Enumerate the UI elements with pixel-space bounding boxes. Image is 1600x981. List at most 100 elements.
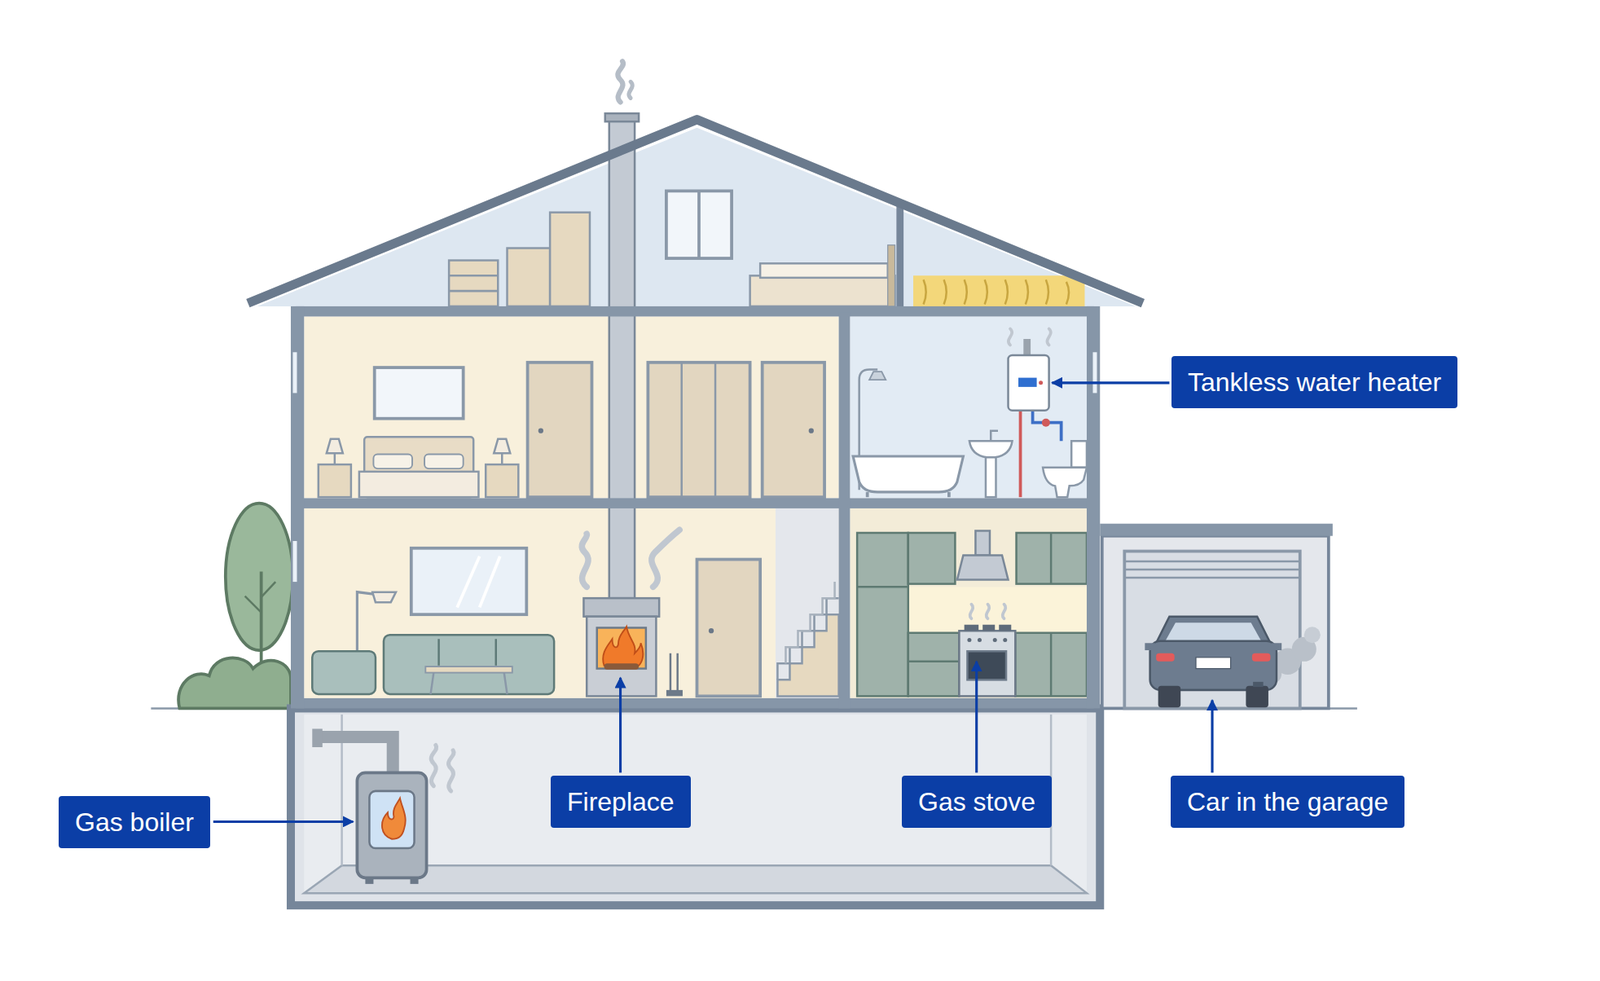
chimney-and-fireplace	[583, 597, 660, 617]
kitchen	[967, 650, 1007, 680]
bedroom-furniture	[538, 428, 544, 434]
callout-label: Fireplace	[567, 785, 675, 818]
bathroom	[1071, 440, 1087, 468]
tankless-water-heater-drawing	[1008, 355, 1050, 411]
car-drawing	[1252, 653, 1271, 662]
tankless-water-heater-drawing	[1041, 418, 1051, 427]
rooms	[303, 316, 839, 498]
chimney-and-fireplace	[651, 529, 680, 587]
tankless-water-heater-drawing	[1008, 328, 1012, 345]
living-room	[457, 556, 480, 608]
leader-arrow	[975, 661, 978, 774]
tankless-water-heater-drawing	[1018, 378, 1038, 387]
house-structure	[1092, 351, 1097, 393]
bedroom-furniture	[373, 454, 413, 470]
bathroom	[990, 430, 998, 442]
attic	[257, 127, 1136, 307]
tree	[225, 503, 294, 651]
kitchen	[908, 586, 1087, 633]
bedroom-furniture	[527, 362, 593, 497]
living-room	[430, 672, 435, 695]
attic	[923, 279, 1069, 304]
attic	[507, 248, 551, 307]
leader-arrow	[213, 382, 1213, 822]
basement	[290, 707, 1100, 906]
living-room	[504, 672, 508, 695]
living-room	[479, 556, 501, 608]
callout-box: Tankless water heater	[1171, 356, 1458, 409]
bedroom-furniture	[680, 362, 683, 497]
callout-box: Fireplace	[550, 775, 691, 828]
kitchen	[986, 604, 990, 620]
attic	[549, 212, 590, 307]
tankless-water-heater-drawing	[1032, 410, 1062, 442]
bedroom-furniture	[493, 439, 510, 454]
gas-boiler-drawing	[448, 750, 454, 792]
tree	[245, 596, 262, 613]
attic	[448, 260, 498, 307]
kitchen	[1002, 637, 1007, 642]
kitchen	[964, 624, 980, 632]
kitchen	[975, 530, 990, 555]
kitchen	[857, 532, 909, 696]
house-structure	[295, 306, 1094, 317]
kitchen	[970, 604, 974, 620]
attic	[887, 245, 896, 307]
attic	[697, 190, 701, 259]
bathroom	[865, 492, 870, 497]
gas-boiler-drawing	[356, 772, 427, 878]
bathroom	[969, 440, 1013, 458]
car-drawing	[1245, 685, 1269, 708]
bedroom-furniture	[318, 464, 352, 497]
kitchen	[857, 585, 909, 589]
attic	[257, 127, 1136, 307]
bathroom	[852, 369, 1087, 498]
gas-boiler-drawing	[430, 745, 437, 787]
kitchen	[967, 637, 972, 642]
kitchen	[957, 555, 1009, 581]
callout-label: Tankless water heater	[1187, 365, 1442, 399]
bathroom	[852, 456, 963, 493]
attic	[913, 275, 1085, 307]
rooms	[849, 508, 1087, 699]
attic	[896, 204, 904, 307]
living-room	[372, 592, 396, 603]
garage	[1099, 523, 1333, 537]
gas-boiler-drawing	[410, 877, 419, 884]
car-drawing	[1144, 616, 1320, 708]
living-room	[312, 650, 376, 695]
living-room	[383, 634, 554, 695]
living-room	[312, 548, 761, 697]
house-structure	[247, 119, 1143, 304]
bedroom-furniture	[318, 362, 825, 497]
car-drawing	[1164, 622, 1262, 642]
kitchen	[908, 532, 956, 585]
leader-arrow	[213, 820, 354, 823]
callout-box: Gas stove	[901, 775, 1052, 828]
leader-arrow	[1210, 699, 1214, 773]
chimney-and-fireplace	[676, 653, 679, 693]
callout-label: Gas stove	[918, 785, 1036, 818]
bedroom-furniture	[485, 464, 519, 497]
kitchen	[908, 660, 960, 664]
kitchen	[1050, 532, 1053, 585]
basement	[290, 707, 1100, 906]
living-room	[696, 559, 761, 697]
callout-label: Gas boiler	[74, 805, 194, 839]
leader-arrow	[619, 677, 622, 773]
attic	[448, 274, 498, 277]
bedroom-furniture	[359, 471, 480, 497]
kitchen	[908, 632, 960, 697]
kitchen	[993, 637, 998, 642]
living-room	[708, 628, 714, 633]
chimney-and-fireplace	[604, 663, 640, 670]
attic	[760, 263, 888, 278]
bathroom	[1042, 467, 1087, 497]
garage	[1102, 536, 1329, 709]
gas-boiler-drawing	[382, 798, 406, 840]
bedroom-furniture	[762, 362, 825, 497]
kitchen	[977, 637, 982, 642]
gas-boiler-drawing	[364, 877, 374, 884]
